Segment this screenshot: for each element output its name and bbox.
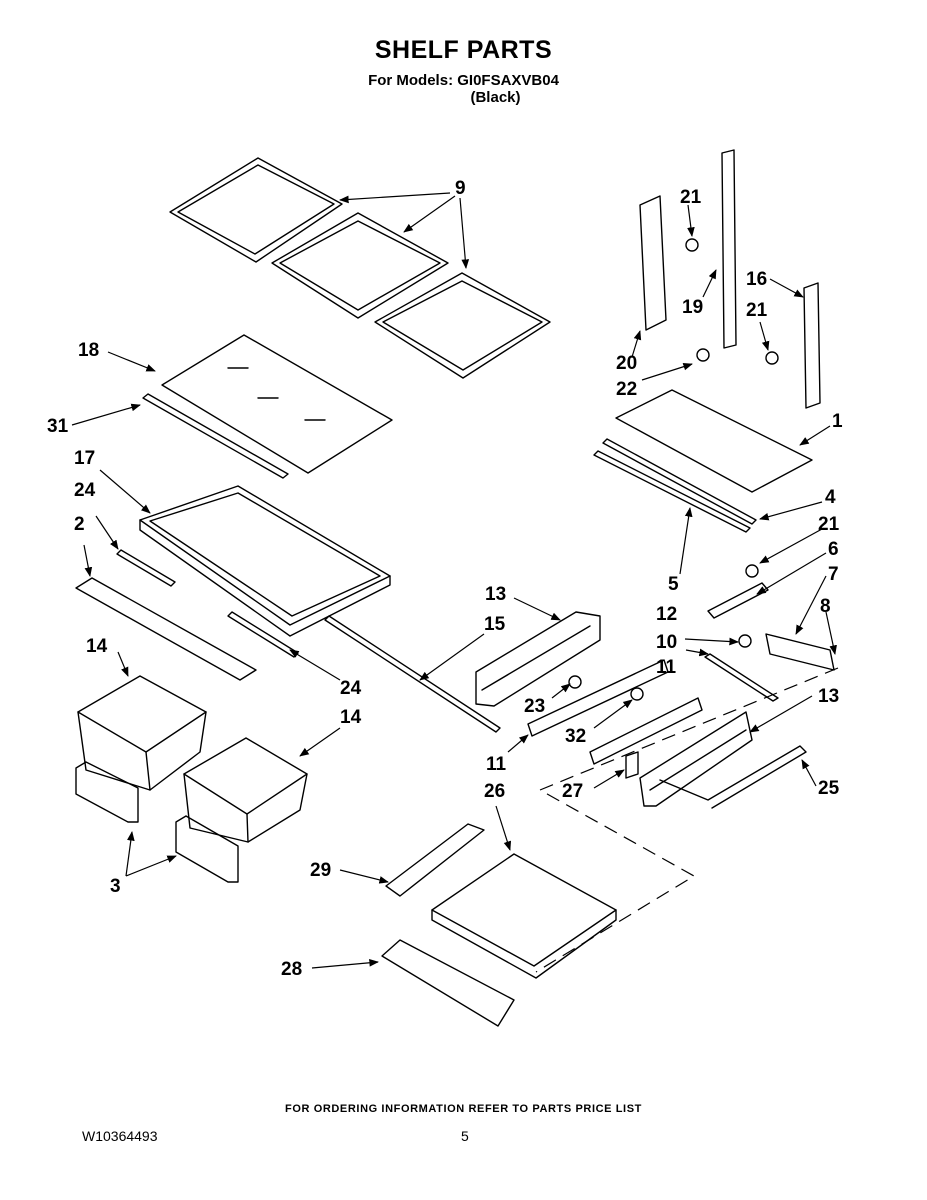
callout-label: 28 xyxy=(281,959,302,980)
callout-label: 14 xyxy=(340,707,362,728)
callout-label: 7 xyxy=(828,564,839,585)
glass-shelf-part xyxy=(161,334,393,474)
callout-label: 21 xyxy=(680,187,702,208)
slide-rail-part xyxy=(527,659,669,737)
slide-rail-part xyxy=(765,633,835,671)
callout-label: 5 xyxy=(668,574,679,595)
ladder-bracket-part xyxy=(639,195,667,331)
callout-label: 16 xyxy=(746,269,767,290)
callout-label: 17 xyxy=(74,448,95,469)
callout-label: 18 xyxy=(78,340,99,361)
crisper-drawer-part xyxy=(77,675,207,791)
callout-label: 11 xyxy=(656,657,677,678)
screw-part xyxy=(685,238,699,252)
callout-label: 10 xyxy=(656,632,677,653)
pantry-slide-part xyxy=(639,711,753,807)
callout-label: 13 xyxy=(818,686,839,707)
crisper-drawer-part xyxy=(183,737,308,843)
callout-label: 23 xyxy=(524,696,545,717)
rod-part xyxy=(324,615,501,733)
callout-label: 4 xyxy=(825,487,836,508)
callout-label: 21 xyxy=(818,514,840,535)
pantry-drawer-part xyxy=(431,853,617,979)
screw-part xyxy=(738,634,752,648)
callout-label: 8 xyxy=(820,596,831,617)
bracket-part xyxy=(707,582,769,619)
drawer-handle-part xyxy=(75,761,139,823)
wire-part xyxy=(659,745,807,809)
color-line: (Black) xyxy=(470,89,521,106)
callout-label: 11 xyxy=(486,754,507,775)
drawer-handle-part xyxy=(175,815,239,883)
screw-part xyxy=(696,348,710,362)
clip-part xyxy=(625,751,639,779)
pantry-slide-part xyxy=(475,611,601,707)
callout-label: 27 xyxy=(562,781,583,802)
callout-label: 29 xyxy=(310,860,331,881)
callout-label: 24 xyxy=(74,480,96,501)
callout-label: 31 xyxy=(47,416,69,437)
model-subtitle: For Models: GI0FSAXVB04 (Black) xyxy=(0,72,927,106)
callout-label: 2 xyxy=(74,514,85,535)
drawer-handle-part xyxy=(381,939,515,1027)
shelf-frame-part xyxy=(271,212,449,319)
callout-label: 9 xyxy=(455,178,466,199)
document-number: W10364493 xyxy=(82,1128,158,1144)
page-number: 5 xyxy=(461,1128,469,1144)
ordering-note: FOR ORDERING INFORMATION REFER TO PARTS … xyxy=(285,1103,642,1115)
callout-label: 21 xyxy=(746,300,768,321)
callout-label: 20 xyxy=(616,353,637,374)
rod-part xyxy=(704,653,779,702)
glass-shelf-part xyxy=(615,389,813,493)
screw-part xyxy=(630,687,644,701)
slide-part xyxy=(116,549,176,587)
callout-label: 12 xyxy=(656,604,677,625)
callout-label: 14 xyxy=(86,636,108,657)
callout-label: 32 xyxy=(565,726,586,747)
screw-part xyxy=(765,351,779,365)
slide-rail-part xyxy=(589,697,703,765)
callout-label: 22 xyxy=(616,379,637,400)
crisper-cover-frame-part xyxy=(139,485,391,637)
callout-labels: 9 21 19 16 21 20 22 18 31 1 17 24 2 4 21… xyxy=(47,178,843,980)
page-title: SHELF PARTS xyxy=(374,36,553,64)
glass-trim-part xyxy=(593,450,751,533)
callout-label: 1 xyxy=(832,411,843,432)
cover-trim-part xyxy=(75,577,257,681)
model-line: For Models: GI0FSAXVB04 xyxy=(368,72,559,89)
callout-label: 19 xyxy=(682,297,703,318)
callout-label: 13 xyxy=(485,584,506,605)
ladder-rail-part xyxy=(721,149,737,349)
callout-label: 6 xyxy=(828,539,839,560)
glass-trim-part xyxy=(602,438,757,525)
callout-label: 15 xyxy=(484,614,506,635)
shelf-frame-part xyxy=(374,272,551,379)
screw-part xyxy=(745,564,759,578)
callout-label: 25 xyxy=(818,778,840,799)
callout-label: 26 xyxy=(484,781,505,802)
callout-label: 3 xyxy=(110,876,121,897)
screw-part xyxy=(568,675,582,689)
drawer-cover-part xyxy=(385,823,485,897)
glass-trim-part xyxy=(142,393,289,479)
ladder-bracket-part xyxy=(803,282,821,409)
callout-label: 24 xyxy=(340,678,362,699)
shelf-frame-part xyxy=(169,157,343,263)
